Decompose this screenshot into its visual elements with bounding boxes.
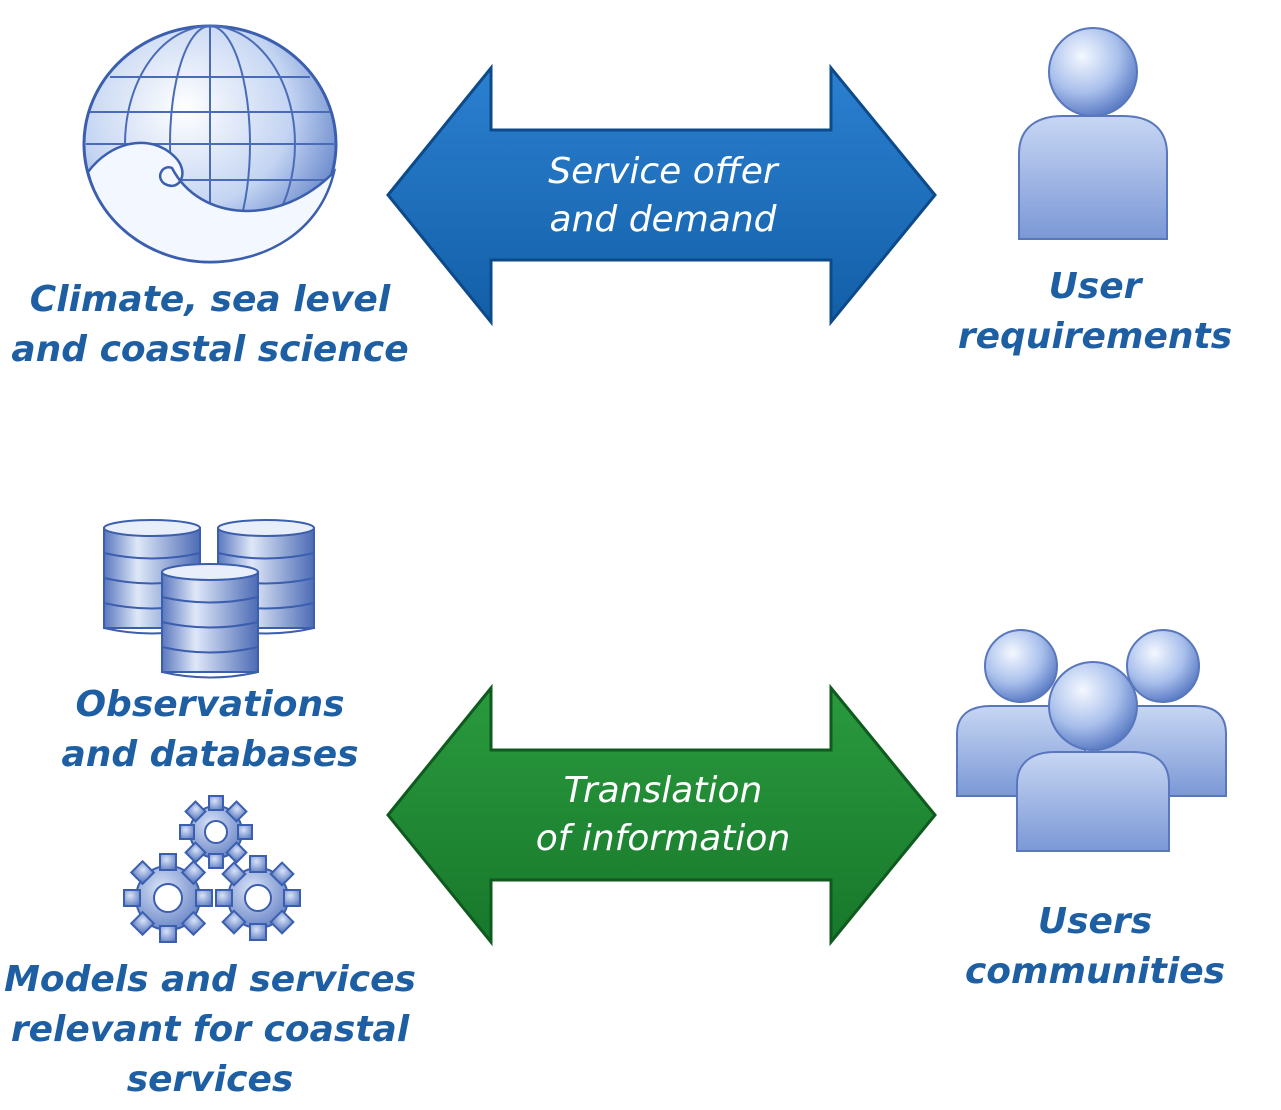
climate-science-line2: and coastal science (11, 329, 409, 370)
observations-line1: Observations (75, 684, 345, 725)
database-stack-icon (103, 519, 315, 679)
models-line2: relevant for coastal (10, 1009, 410, 1050)
translation-arrow-line2: of information (535, 818, 791, 859)
translation-arrow (386, 683, 937, 947)
climate-science-line1: Climate, sea level (29, 279, 391, 320)
user-group-icon (956, 629, 1227, 852)
service-arrow-line1: Service offer (548, 151, 778, 192)
models-label: Models and services relevant for coastal… (0, 955, 420, 1105)
service-arrow-label: Service offer and demand (463, 148, 863, 244)
user-requirements-line1: User (1048, 266, 1142, 307)
translation-arrow-label: Translation of information (463, 767, 863, 863)
user-communities-line1: Users (1037, 901, 1153, 942)
user-communities-line2: communities (964, 951, 1226, 992)
gears-icon (123, 795, 301, 943)
user-requirements-line2: requirements (957, 316, 1233, 357)
translation-arrow-line1: Translation (563, 770, 763, 811)
observations-line2: and databases (61, 734, 359, 775)
climate-science-label: Climate, sea level and coastal science (0, 275, 420, 375)
observations-label: Observations and databases (0, 680, 420, 780)
models-line3: services (126, 1059, 294, 1100)
service-arrow-line2: and demand (549, 199, 777, 240)
service-arrow (386, 63, 937, 327)
user-communities-label: Users communities (935, 897, 1255, 997)
user-icon (1018, 27, 1168, 240)
globe-wave-icon (82, 24, 338, 264)
models-line1: Models and services (4, 959, 416, 1000)
user-requirements-label: User requirements (935, 262, 1255, 362)
